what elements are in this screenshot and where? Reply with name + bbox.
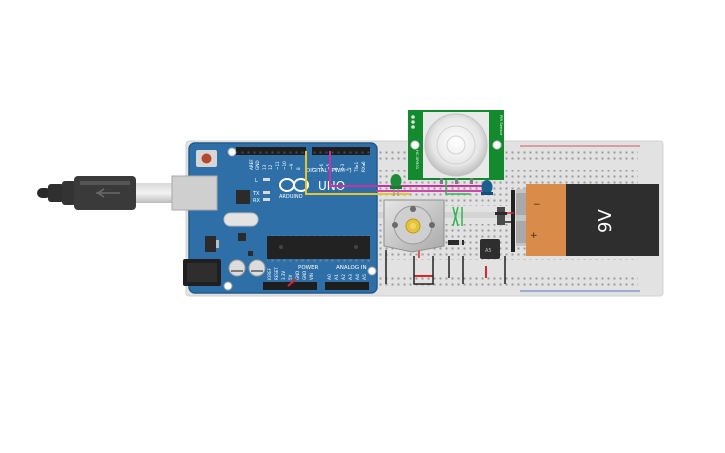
pir-model-text: HC-SR501: [415, 150, 420, 170]
transistor[interactable]: A5: [480, 239, 500, 259]
wire-magenta[interactable]: [329, 151, 486, 187]
pin-ioref-label: IOREF: [267, 267, 272, 280]
pin-8-label: 8: [296, 167, 301, 170]
pin-3-label: ~3: [340, 163, 345, 170]
crystal-oscillator: [223, 212, 259, 227]
pin-5v-label: 5V: [288, 274, 293, 280]
pin-3v3-label: 3.3V: [281, 271, 286, 280]
digital-header[interactable]: [236, 147, 370, 155]
green-led[interactable]: [390, 174, 402, 196]
mounting-hole: [227, 147, 237, 157]
onboard-leds: L TX RX: [252, 178, 270, 204]
pin-0-label: RX◂0: [361, 161, 366, 172]
mounting-hole: [367, 266, 377, 276]
pin-a4-label: A4: [355, 274, 361, 280]
pin-6-label: ~6: [319, 163, 324, 170]
pin-gnd2-label: GND: [302, 271, 307, 280]
wire-yellow[interactable]: [305, 151, 410, 195]
battery-label: 9V: [595, 209, 616, 233]
power-header[interactable]: [263, 282, 317, 290]
pin-a5-label: A5: [362, 274, 368, 280]
battery-minus: −: [533, 200, 541, 210]
bottom-power-rail: [378, 274, 638, 286]
pin-11-label: ~11: [275, 161, 280, 170]
analog-pin-labels: A0 A1 A2 A3 A4 A5: [327, 274, 368, 280]
pin-a3-label: A3: [348, 274, 354, 280]
ceramic-capacitor[interactable]: [495, 207, 507, 225]
usb-port: [171, 175, 218, 211]
usb-chip: [236, 190, 250, 204]
pin-13-label: 13: [262, 164, 267, 170]
pin-10-label: ~10: [282, 161, 287, 170]
pin-4-label: 4: [333, 167, 338, 170]
pin-a2-label: A2: [341, 274, 347, 280]
power-label: POWER: [298, 265, 319, 271]
wire-black-2[interactable]: [413, 256, 434, 285]
pin-reset-label: RESET: [274, 267, 279, 280]
wire-red-arduino[interactable]: [287, 278, 297, 287]
capacitor: [248, 259, 266, 277]
pin-1-label: TX▸1: [354, 161, 359, 173]
led-l-label: L: [255, 178, 258, 184]
digital-pwm-label: DIGITAL (PWM~): [306, 168, 352, 174]
blue-led[interactable]: [481, 180, 493, 195]
analog-in-label: ANALOG IN: [336, 265, 367, 271]
led-tx-label: TX: [252, 191, 260, 197]
battery-plus: +: [530, 231, 538, 241]
arduino-uno-board[interactable]: L TX RX AREF GND 13 12 ~11 ~10 ~9 8 7 ~6…: [171, 142, 378, 294]
led-rx-label: RX: [253, 198, 260, 204]
pin-gnd1-label: GND: [295, 271, 300, 280]
pin-7-label: 7: [312, 167, 317, 170]
reset-button[interactable]: [196, 150, 217, 167]
resistor-leads: [452, 206, 463, 227]
wire-green[interactable]: [445, 178, 470, 195]
pin-2-label: 2: [347, 167, 352, 170]
pin-9-label: ~9: [289, 163, 294, 170]
atmega-chip: [267, 233, 370, 262]
digital-pin-labels: AREF GND 13 12 ~11 ~10 ~9 8 7 ~6 ~5 4 ~3…: [249, 159, 366, 173]
pin-a0-label: A0: [327, 274, 333, 280]
pin-gnd-label: GND: [255, 160, 260, 170]
arduino-brand-text: ARDUINO: [279, 194, 303, 200]
battery-9v[interactable]: − + 9V: [516, 184, 659, 256]
pin-5-label: ~5: [326, 163, 331, 170]
mounting-hole: [223, 281, 233, 291]
voltage-regulator: [205, 236, 216, 252]
power-jack: [183, 259, 221, 286]
pir-sensor[interactable]: HC-SR501 PIR Sensor: [408, 110, 504, 184]
pir-name-text: PIR Sensor: [499, 115, 504, 136]
pin-12-label: 12: [268, 164, 273, 170]
power-pin-labels: IOREF RESET 3.3V 5V GND GND VIN: [267, 267, 314, 280]
pin-aref-label: AREF: [249, 159, 254, 170]
svg-text:A5: A5: [485, 248, 492, 254]
pin-a1-label: A1: [334, 274, 340, 280]
dc-motor[interactable]: [383, 199, 445, 253]
capacitor: [228, 259, 246, 277]
pin-vin-label: VIN: [309, 273, 314, 280]
diode[interactable]: [448, 240, 464, 245]
analog-header[interactable]: [325, 282, 369, 290]
